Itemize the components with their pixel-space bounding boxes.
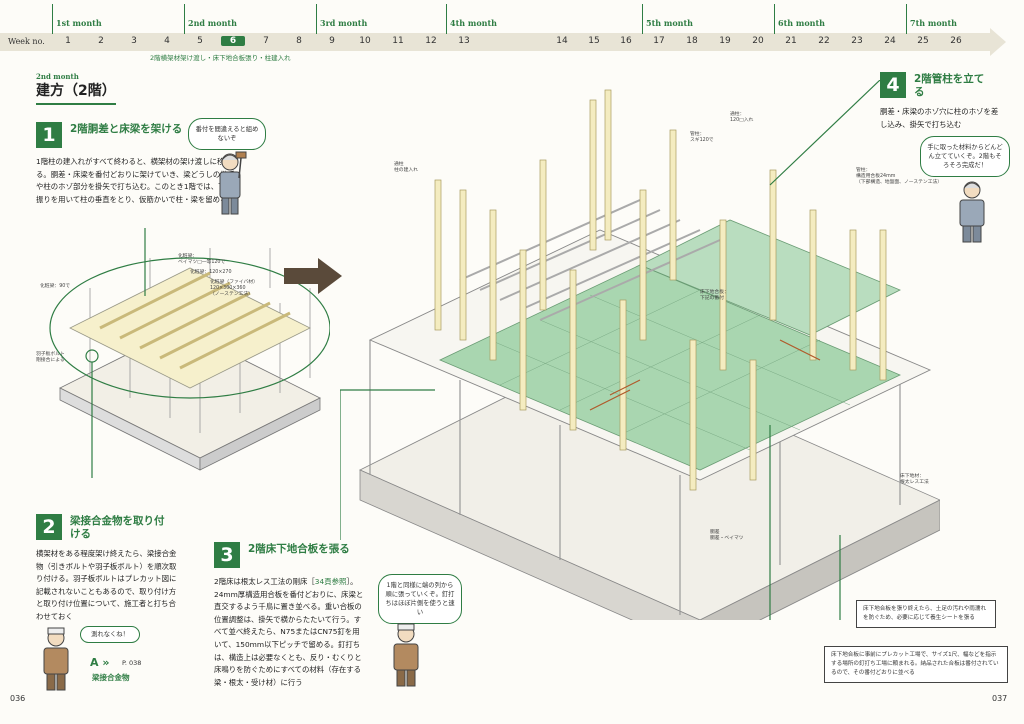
step-number-3: 3 (214, 542, 240, 568)
week-number: 20 (752, 36, 764, 46)
callout-label: 通柱： 120□入れ (730, 112, 754, 123)
speech-bubble: 番付を間違えると組めないぞ (188, 118, 266, 150)
section-month: 2nd month (36, 72, 79, 81)
speech-bubble: 手に取った材料からどんどん立てていくぞ。2階もそろそろ完成だ！ (920, 136, 1010, 177)
month-label: 4th month (450, 18, 497, 28)
note-box: 床下地合板を張り終えたら、土足の汚れや雨濡れを防ぐため、必要に応じて養生シートを… (856, 600, 996, 628)
step-title-2: 梁接合金物を取り付ける (70, 515, 165, 540)
callout-label: 胴差 胴差・ベイマツ (710, 530, 744, 541)
step-number-4: 4 (880, 72, 906, 98)
callout-label: 管柱： スギ120で (690, 132, 714, 143)
week-number: 9 (329, 36, 335, 46)
reference-label[interactable]: 梁接合金物 (92, 673, 130, 682)
week-number: 1 (65, 36, 71, 46)
step-title-3: 2階床下地合板を張る (248, 543, 350, 555)
note-box: 床下地合板に事前にプレカット工場で、サイズ1尺、幅などを指示する場所の釘打ち工場… (824, 646, 1008, 683)
month-label: 2nd month (188, 18, 237, 28)
month-marker (316, 4, 317, 34)
week-number: 17 (653, 36, 665, 46)
week-number: 11 (392, 36, 404, 46)
month-label: 5th month (646, 18, 693, 28)
month-label: 1st month (56, 18, 102, 28)
week-number: 22 (818, 36, 830, 46)
month-label: 7th month (910, 18, 957, 28)
reference-page[interactable]: P. 038 (122, 659, 142, 667)
month-marker (774, 4, 775, 34)
page-number-right: 037 (992, 694, 1008, 703)
week-number: 3 (131, 36, 137, 46)
step4-leader-line (769, 80, 881, 186)
timeline-subtitle: 2階横架材架け渡し・床下地合板張り・柱建入れ (150, 54, 291, 62)
week-number: 2 (98, 36, 104, 46)
week-number: 26 (950, 36, 962, 46)
callout-label: 通柱 柱の建入れ (394, 162, 418, 173)
schedule-timeline: Week no. 1st month 2nd month 3rd month 4… (0, 0, 1024, 62)
callout-label: 管柱： 構造用合板24mm （下部構造、地盤面、ノーステン工法） (856, 168, 943, 185)
page-number-left: 036 (10, 694, 26, 703)
week-number: 18 (686, 36, 698, 46)
week-number: 25 (917, 36, 929, 46)
right-arrow-icon (284, 258, 342, 294)
step-body-4: 胴差・床梁のホゾ穴に柱のホゾを差し込み、掛矢で打ち込む (880, 107, 999, 129)
callout-label: 化粧梁：90で (40, 284, 71, 289)
worker-illustration (393, 623, 419, 687)
week-number-current: 6 (221, 36, 245, 46)
step-number-2: 2 (36, 514, 62, 540)
worker-illustration (219, 151, 247, 215)
week-number: 24 (884, 36, 896, 46)
step-body-1: 1階柱の建入れがすべて終わると、横架材の架け渡しに移る。胴差・床梁を番付どおりに… (36, 157, 236, 204)
page-title: 建方（2階） (36, 80, 116, 105)
month-marker (642, 4, 643, 34)
step-body-3: 2階床は根太レス工法の剛床［34頁参照］。24mm厚構造用合板を番付どおりに、床… (214, 576, 366, 689)
callout-label: 羽子板ボルト 剛接合による (36, 352, 65, 363)
week-number: 10 (359, 36, 371, 46)
worker-illustration (43, 627, 69, 691)
week-number: 23 (851, 36, 863, 46)
step-title-1: 2階胴差と床梁を架ける (70, 123, 183, 135)
worker-illustration (959, 181, 985, 243)
callout-label: 化粧梁： ベイマツ□一等120で (178, 254, 226, 265)
week-number: 12 (425, 36, 437, 46)
month-marker (52, 4, 53, 34)
second-floor-framing-diagram (340, 89, 940, 620)
timeline-arrow (990, 28, 1006, 56)
week-number: 4 (164, 36, 170, 46)
callout-label: 床下地材： 根太レス工法 (900, 474, 929, 485)
step-body-2: 横架材をある程度架け終えたら、梁接合金物（引きボルトや羽子板ボルト）を順次取り付… (36, 549, 177, 621)
week-label: Week no. (8, 37, 45, 46)
speech-bubble: 測れなくね！ (80, 626, 140, 643)
step-body-3-part: ］。24mm厚構造用合板を番付どおりに、床梁と直交するよう千鳥に置き並べる。重い… (214, 577, 364, 687)
floor-beam-diagram (49, 228, 330, 478)
page-reference-link[interactable]: 34頁参照 (314, 577, 347, 586)
month-label: 3rd month (320, 18, 368, 28)
week-number: 21 (785, 36, 797, 46)
week-number: 13 (458, 36, 470, 46)
month-label: 6th month (778, 18, 825, 28)
callout-label: 化粧梁（ファイバ材） 120×300×360 （ノーステン工法） (210, 280, 258, 297)
step-title-4: 2階管柱を立てる (914, 73, 985, 98)
timeline-bar (0, 33, 992, 51)
month-marker (446, 4, 447, 34)
callout-label: 床下地合板： 下記の番付 (700, 290, 729, 301)
week-number: 15 (588, 36, 600, 46)
week-number: 5 (197, 36, 203, 46)
callout-label: 化粧梁：120×270 (190, 270, 232, 275)
month-marker (184, 4, 185, 34)
step-number-1: 1 (36, 122, 62, 148)
week-number: 8 (296, 36, 302, 46)
week-number: 7 (263, 36, 269, 46)
week-number: 19 (719, 36, 731, 46)
week-number: 14 (556, 36, 568, 46)
step-body-3-part: 2階床は根太レス工法の剛床［ (214, 577, 315, 586)
week-number: 16 (620, 36, 632, 46)
reference-arrow: A » (90, 656, 110, 669)
month-marker (906, 4, 907, 34)
speech-bubble: 1階と同様に端の列から順に張っていくぞ。釘打ちはほぼ片側を使うと速い (378, 574, 462, 624)
